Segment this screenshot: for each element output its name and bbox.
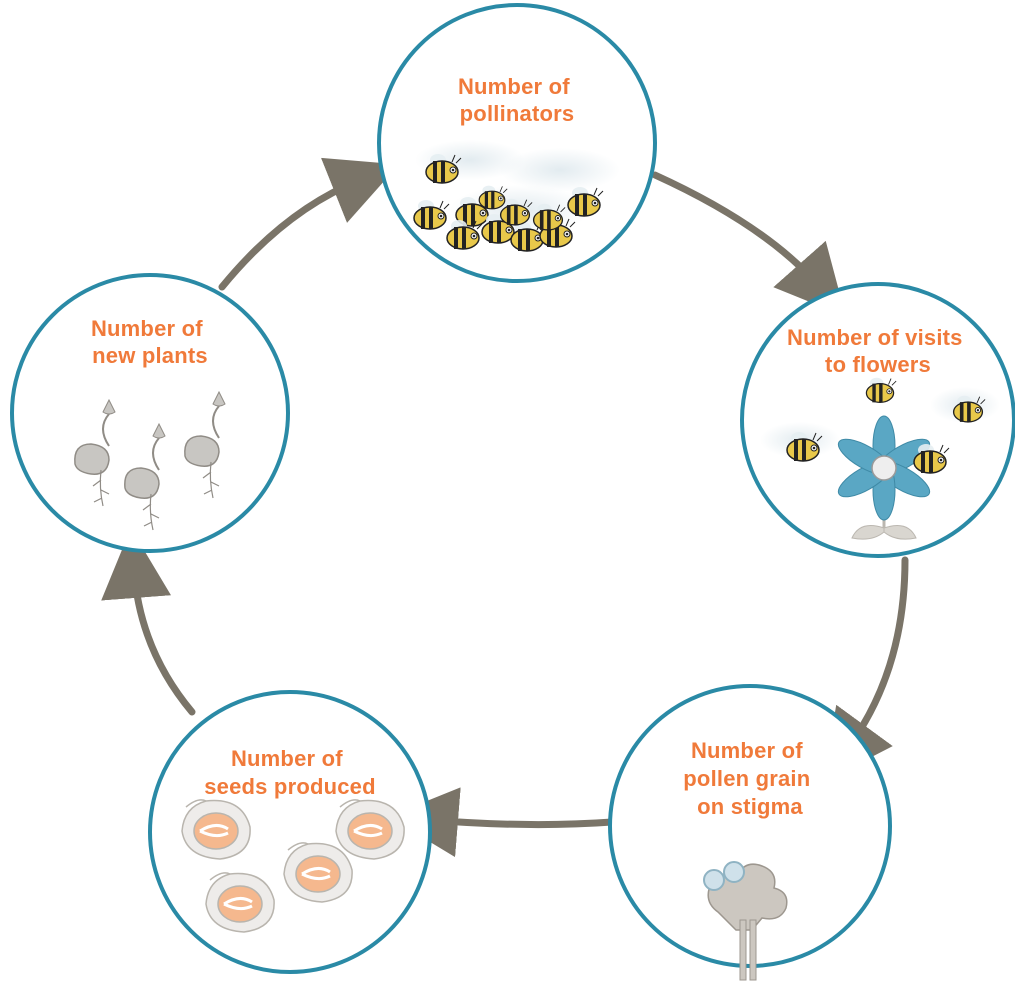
label-line: Number of xyxy=(231,746,343,771)
seed-icon xyxy=(206,873,274,932)
label-line: Number of xyxy=(91,316,203,341)
node-plants: Number of new plants xyxy=(12,275,288,551)
arrow-pollinators-to-visits xyxy=(655,175,818,285)
label-line: Number of xyxy=(458,74,570,99)
node-seeds: Number of seeds produced xyxy=(150,692,430,972)
node-pollen: Number of pollen grain on stigma xyxy=(610,686,890,980)
label-line: pollinators xyxy=(460,101,575,126)
arrow-seeds-to-plants xyxy=(134,570,192,712)
label-line: pollen grain xyxy=(683,766,810,791)
label-line: to flowers xyxy=(825,352,931,377)
arrow-plants-to-pollinators xyxy=(222,180,360,287)
seed-icon xyxy=(336,800,404,859)
label-line: seeds produced xyxy=(204,774,376,799)
seed-icon xyxy=(182,800,250,859)
pollen-grain-icon xyxy=(724,862,744,882)
label-line: on stigma xyxy=(697,794,803,819)
label-line: Number of xyxy=(691,738,803,763)
node-label: Number of pollen grain on stigma xyxy=(683,738,816,819)
node-pollinators: Number of pollinators xyxy=(379,5,655,281)
arrow-pollen-to-seeds xyxy=(430,820,612,825)
label-line: new plants xyxy=(92,343,208,368)
arrow-visits-to-pollen xyxy=(848,560,905,748)
label-line: Number of visits xyxy=(787,325,963,350)
pollen-grain-icon xyxy=(704,870,724,890)
node-visits: Number of visits to flowers xyxy=(742,284,1014,556)
seed-icon xyxy=(284,843,352,902)
